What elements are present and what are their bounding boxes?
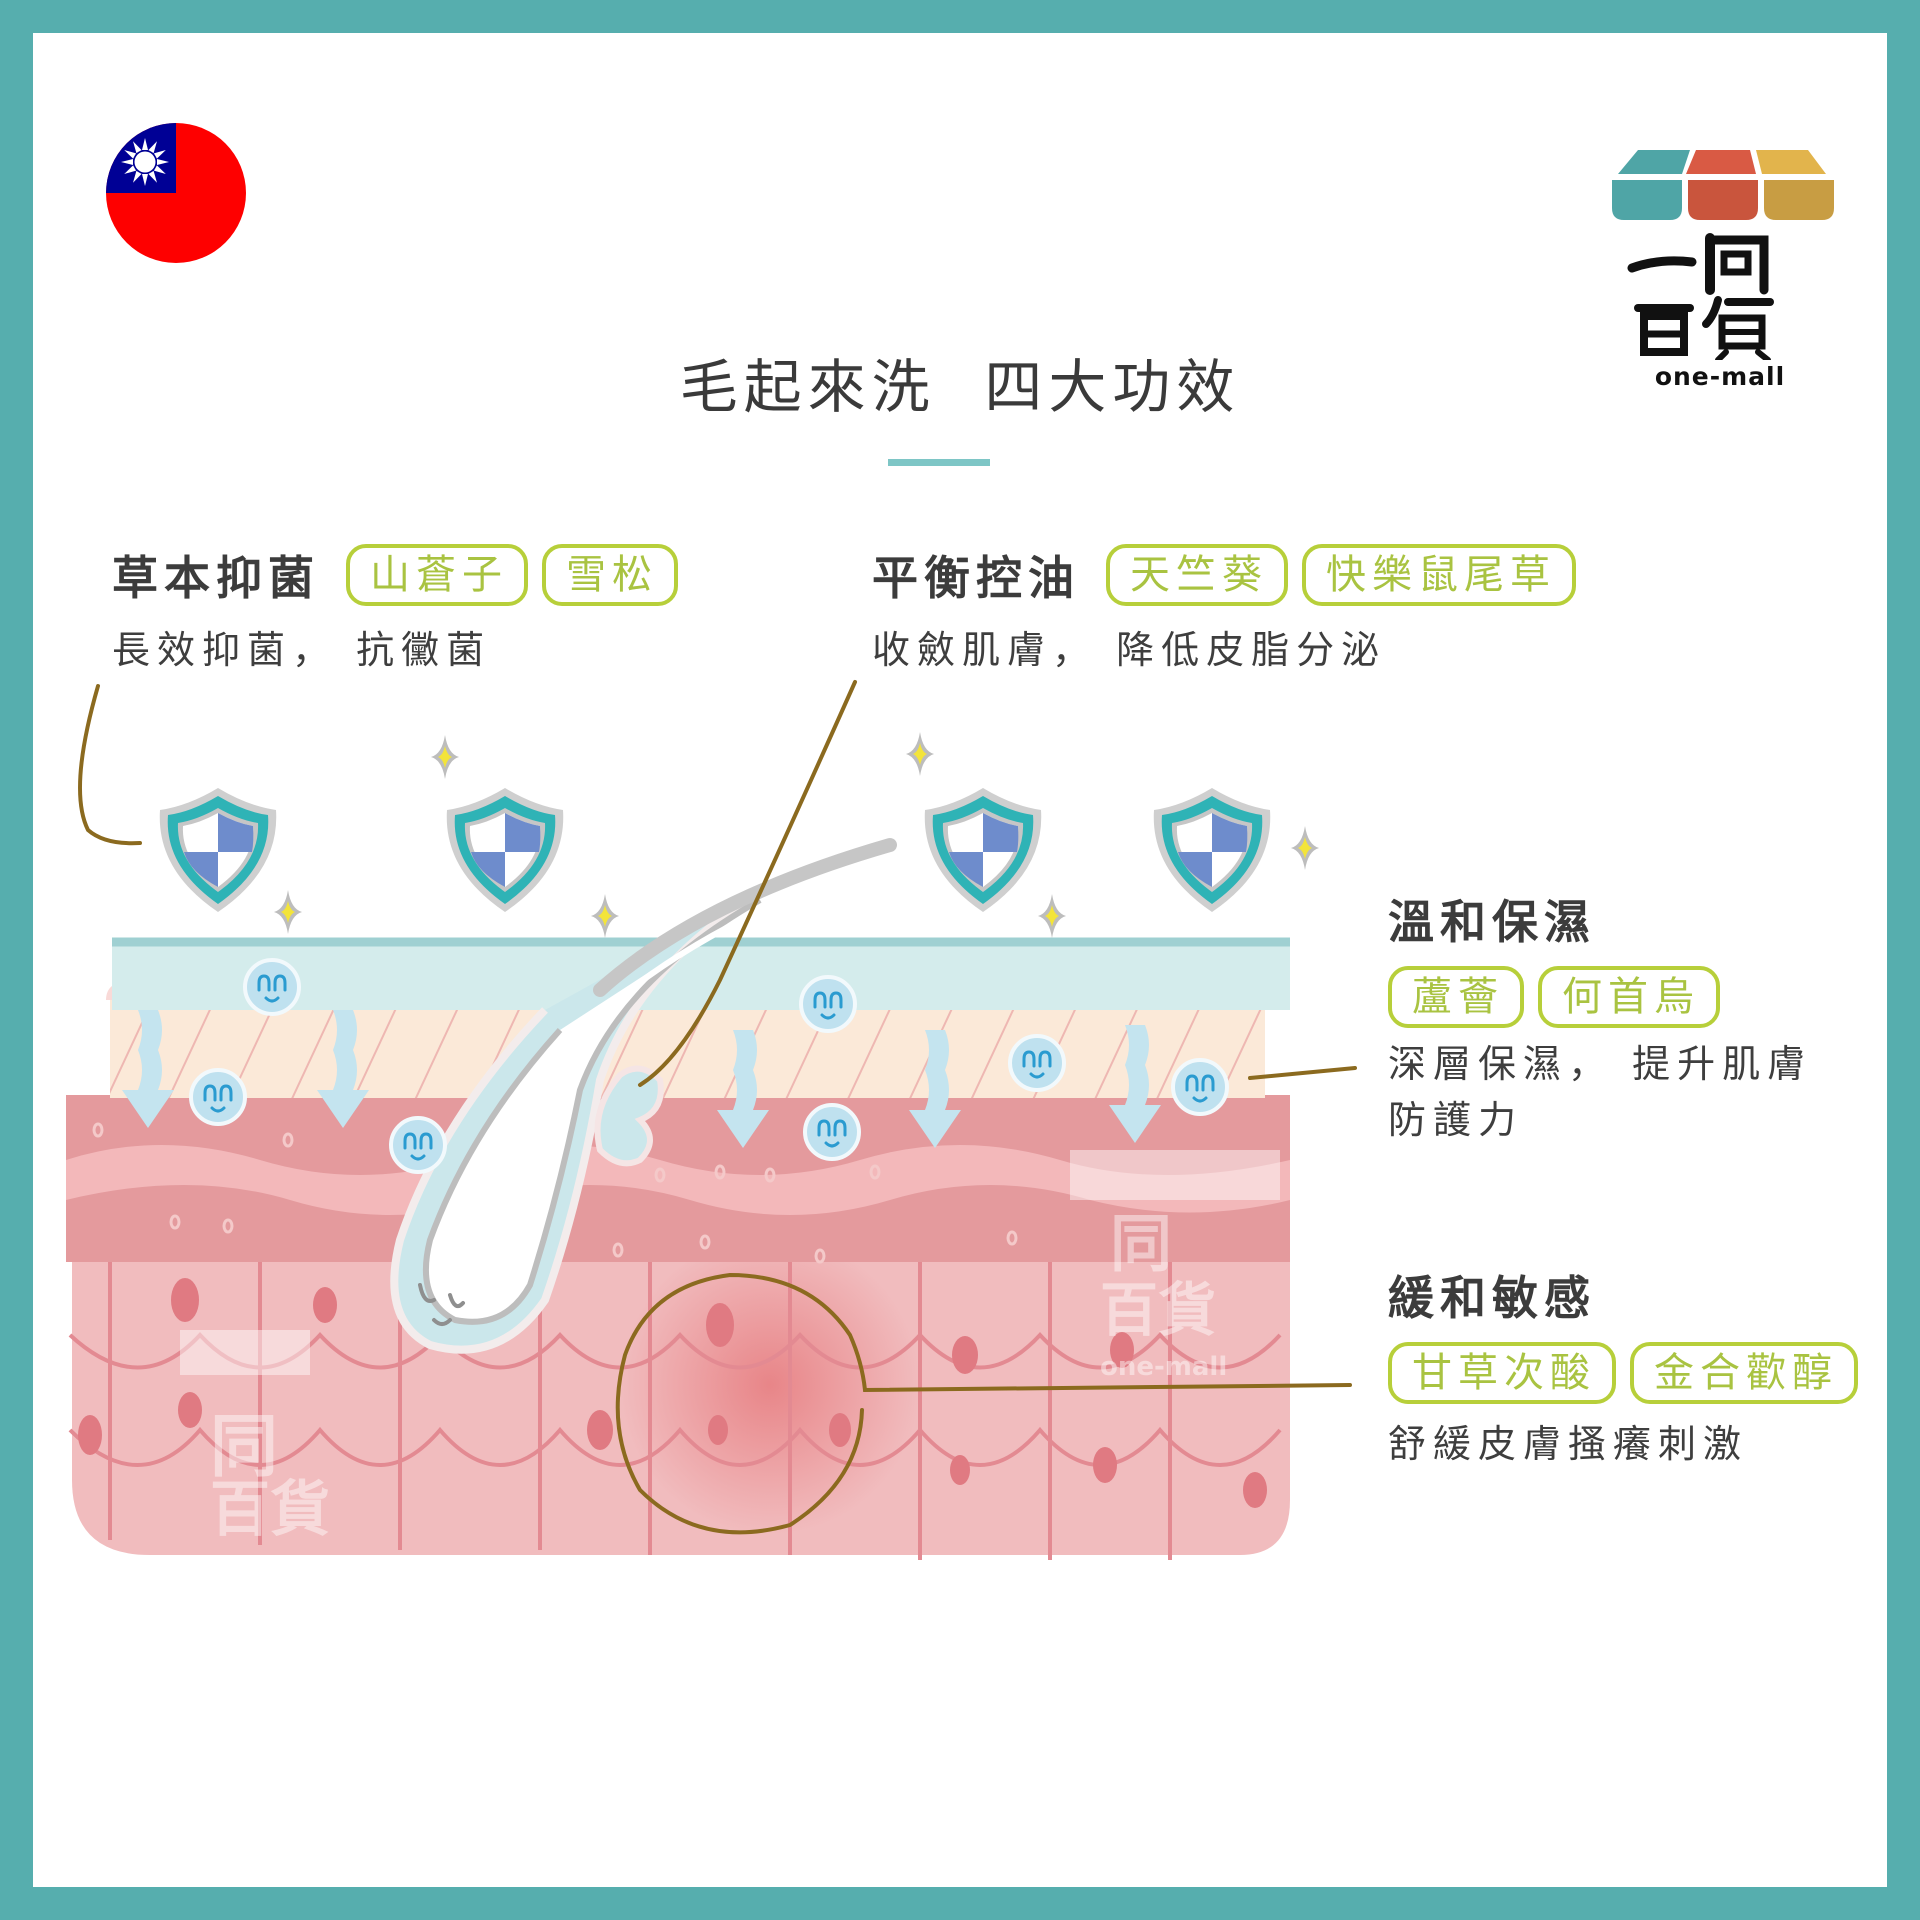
taiwan-flag-icon: [106, 123, 246, 263]
ingredient-badge: 天竺葵: [1106, 544, 1288, 606]
brand-logo: one-mall: [1610, 140, 1835, 391]
feature-antibacterial: 草本抑菌 山蒼子 雪松 長效抑菌， 抗黴菌: [112, 542, 678, 678]
ingredient-badge: 蘆薈: [1388, 966, 1524, 1028]
feature-description: 深層保濕， 提升肌膚防護力: [1388, 1042, 1813, 1142]
feature-description: 收斂肌膚， 降低皮脂分泌: [872, 628, 1387, 672]
ingredient-badge: 雪松: [542, 544, 678, 606]
ingredient-badge: 金合歡醇: [1630, 1342, 1858, 1404]
feature-soothing: 緩和敏感 甘草次酸 金合歡醇 舒緩皮膚搔癢刺激: [1388, 1262, 1858, 1472]
feature-heading: 溫和保濕: [1388, 895, 1596, 949]
page-title: 毛起來洗 四大功效: [679, 353, 1241, 421]
ingredient-badge: 甘草次酸: [1388, 1342, 1616, 1404]
feature-heading: 草本抑菌: [112, 551, 320, 605]
feature-moisturizing: 溫和保濕 蘆薈 何首烏 深層保濕， 提升肌膚防護力: [1388, 886, 1828, 1148]
brand-name-en: one-mall: [1654, 362, 1786, 391]
ingredient-badge: 何首烏: [1538, 966, 1720, 1028]
feature-oil-control: 平衡控油 天竺葵 快樂鼠尾草 收斂肌膚， 降低皮脂分泌: [872, 542, 1576, 678]
feature-description: 舒緩皮膚搔癢刺激: [1388, 1422, 1749, 1466]
feature-description: 長效抑菌， 抗黴菌: [112, 628, 492, 672]
title-underline: [888, 459, 990, 466]
feature-heading: 緩和敏感: [1388, 1271, 1596, 1325]
ingredient-badge: 山蒼子: [346, 544, 528, 606]
feature-heading: 平衡控油: [872, 551, 1080, 605]
ingredient-badge: 快樂鼠尾草: [1302, 544, 1576, 606]
awning-icon: [1612, 150, 1834, 363]
